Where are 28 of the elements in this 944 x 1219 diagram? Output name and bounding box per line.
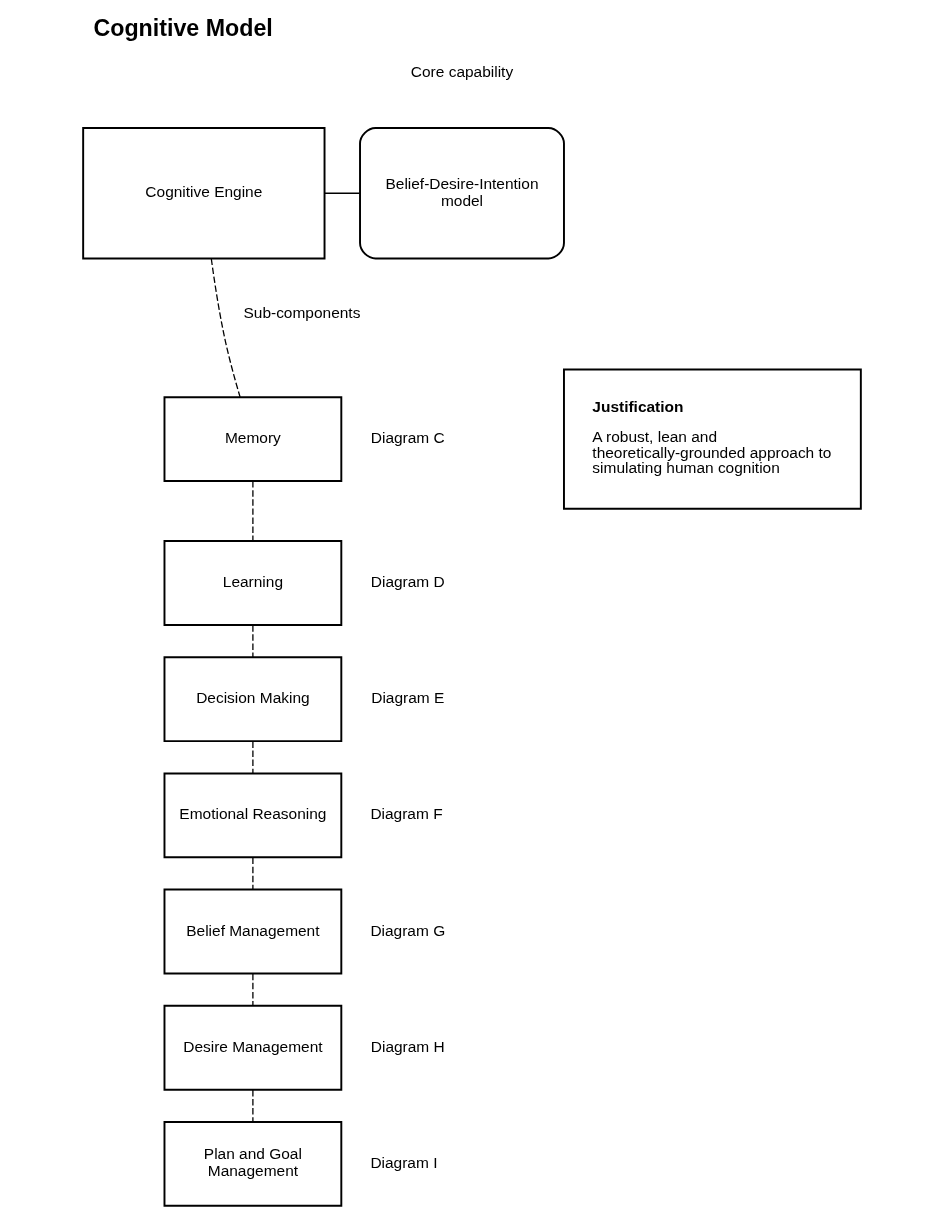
connector — [324, 192, 361, 194]
label: Sub-components — [243, 303, 361, 321]
node-box: Plan and Goal Management — [163, 1120, 343, 1207]
connector — [252, 624, 254, 658]
node-box: Learning — [163, 540, 343, 626]
node-box: Desire Management — [163, 1004, 343, 1091]
node-label: Diagram I — [370, 1153, 438, 1171]
node-label: Diagram C — [370, 429, 445, 447]
node-label: Diagram G — [370, 921, 446, 939]
node-box: Memory — [163, 396, 343, 483]
node-box: Cognitive Engine — [82, 127, 326, 260]
connector — [252, 480, 254, 542]
node-label: Diagram F — [370, 805, 443, 823]
diagram-title: Cognitive Model — [93, 14, 273, 41]
node-box: Justification A robust, lean and theoretically-grounded approach to simulating human cognition — [563, 368, 862, 510]
node-box: Belief-Desire-Intention model — [359, 127, 565, 260]
connector — [252, 1089, 254, 1123]
node-label: Diagram D — [370, 573, 445, 591]
connector — [252, 973, 254, 1007]
node-box: Decision Making — [163, 656, 343, 743]
node-label: Diagram E — [371, 689, 445, 707]
node-box: Emotional Reasoning — [163, 772, 343, 859]
node-box: Belief Management — [163, 888, 343, 975]
connector — [210, 258, 241, 398]
node-label: Diagram H — [370, 1037, 445, 1055]
node-label: Core capability — [410, 62, 514, 80]
connector — [252, 740, 254, 774]
connector — [252, 857, 254, 890]
